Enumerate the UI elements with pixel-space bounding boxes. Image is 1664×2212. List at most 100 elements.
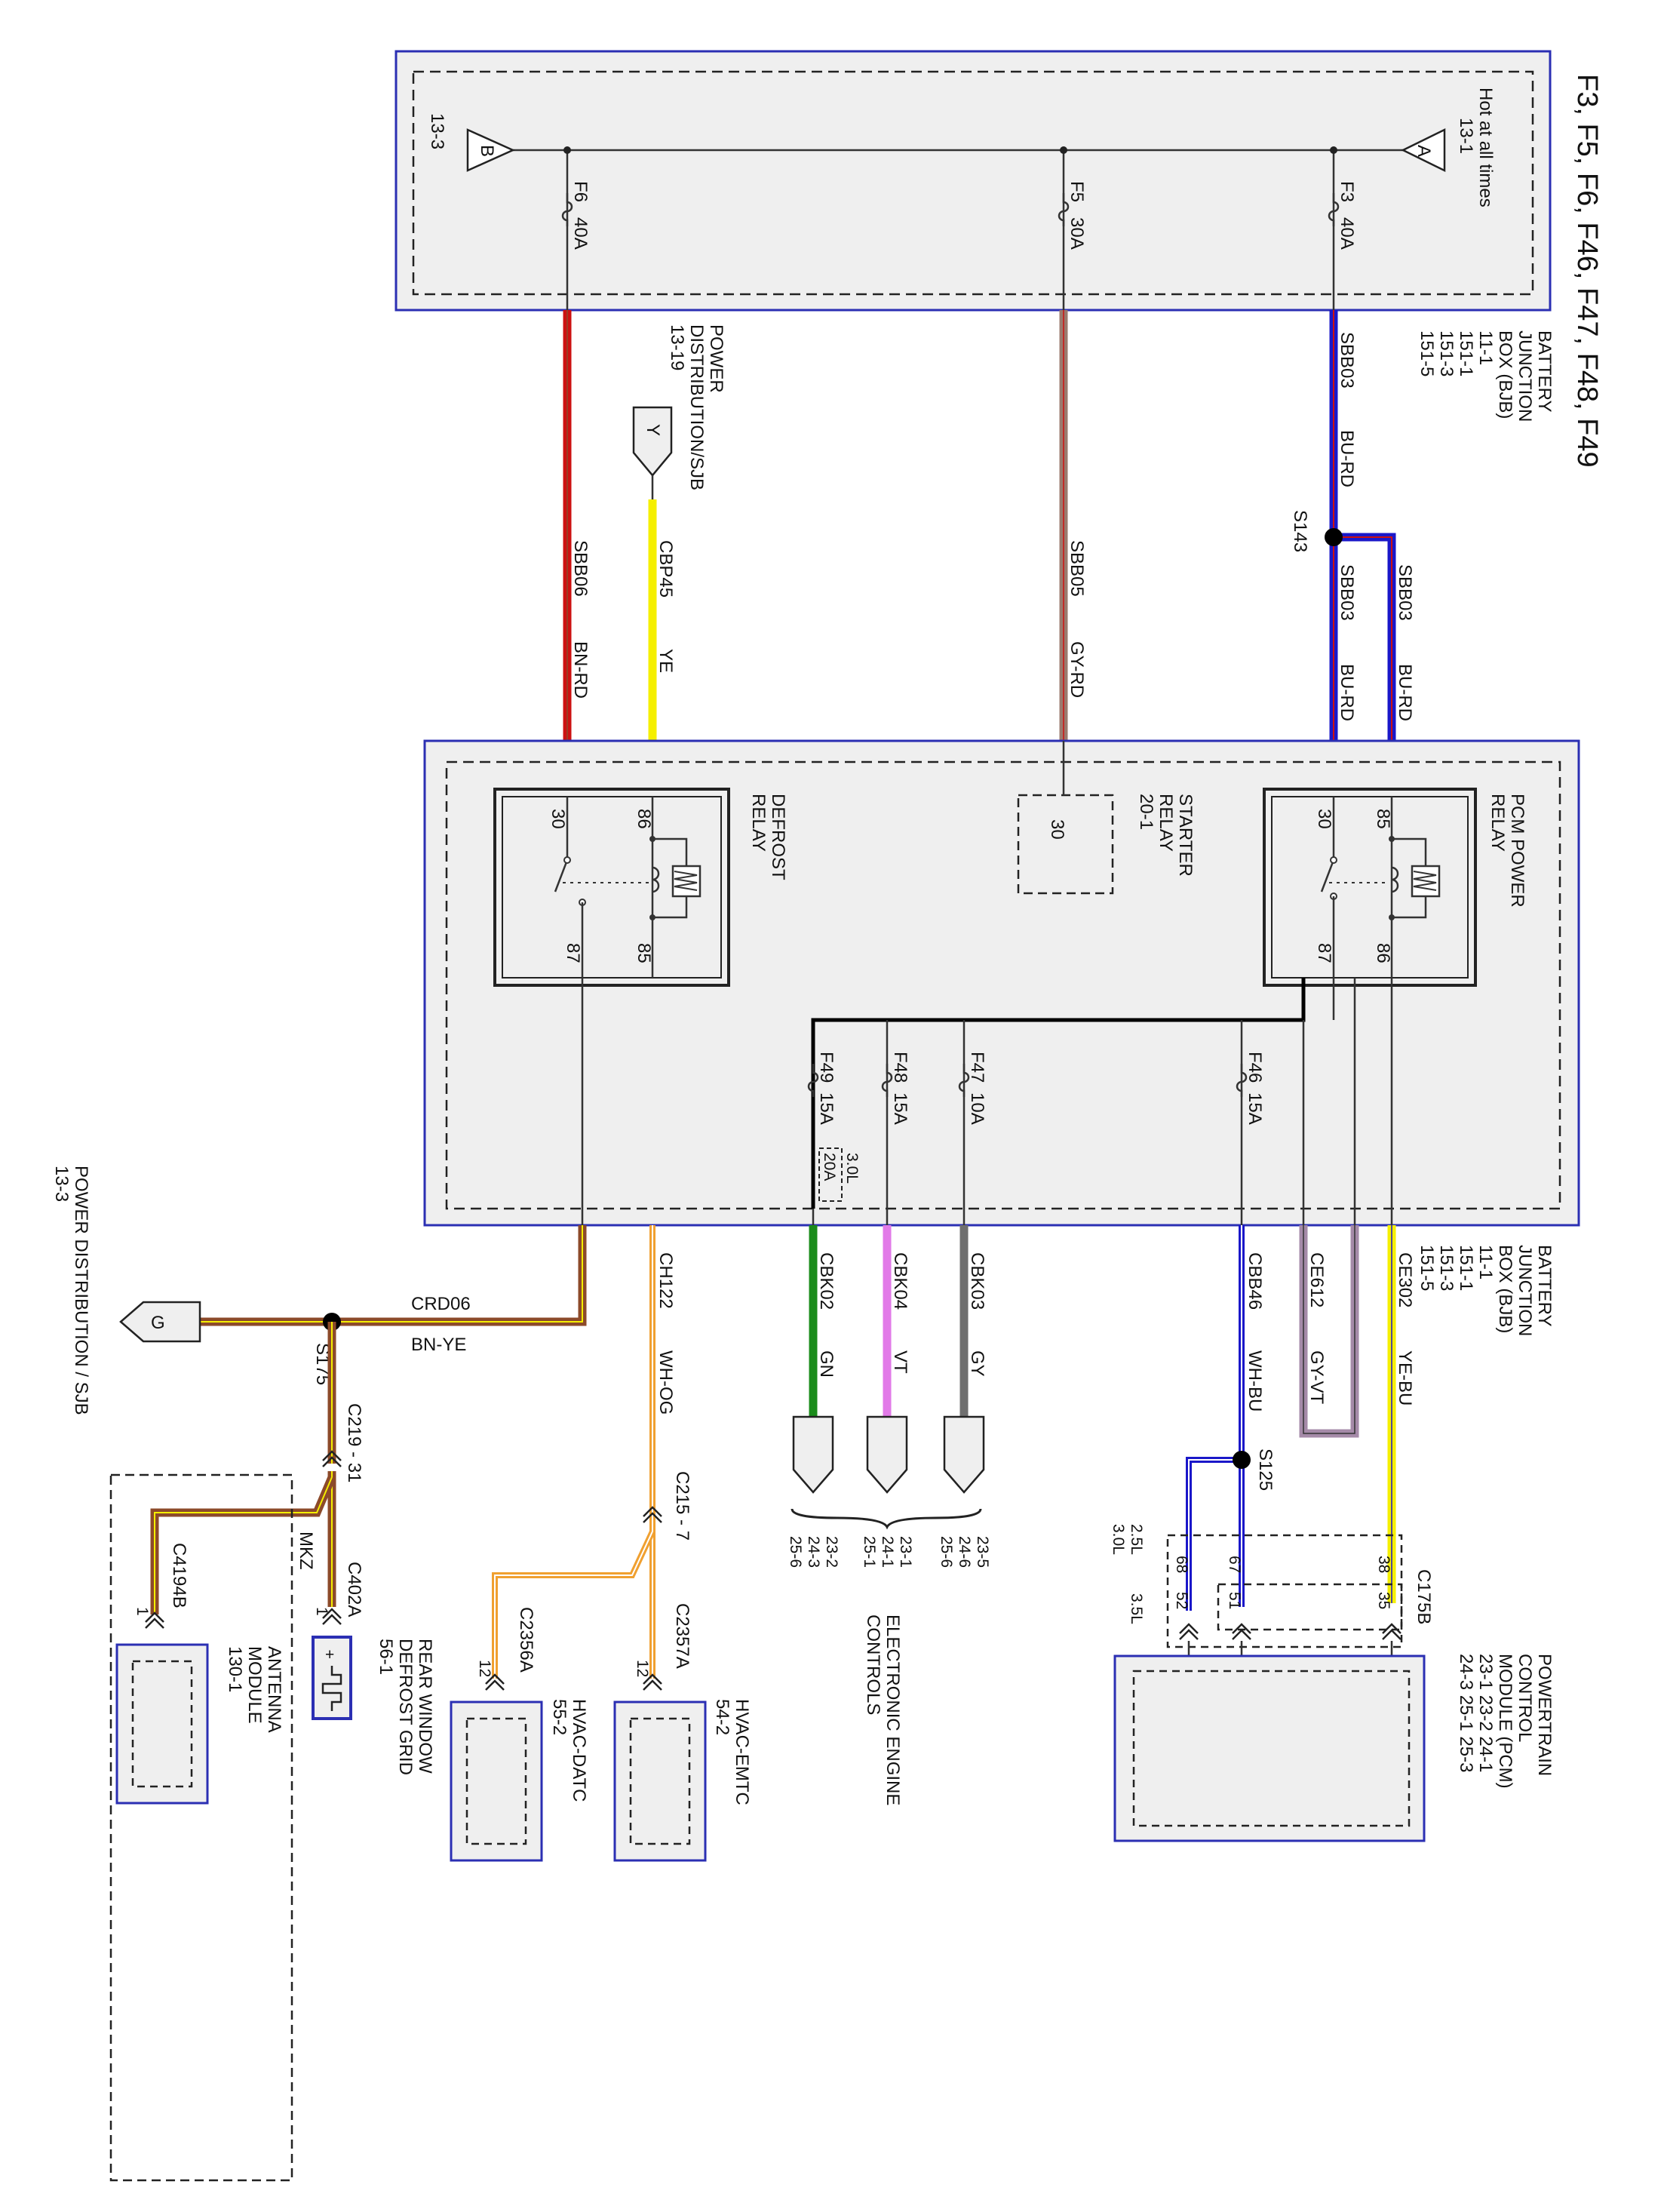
svg-text:151-3: 151-3 <box>1436 1245 1457 1291</box>
eec-refs-a: 23-5 24-6 25-6 <box>938 1536 991 1568</box>
c219-label: C219 - 31 <box>344 1403 364 1482</box>
diagram-title: F3, F5, F6, F46, F47, F48, F49 <box>1571 74 1603 468</box>
pcm-eng-35: 3.5L <box>1128 1593 1145 1624</box>
bjb-name-right: BATTERY JUNCTION BOX (BJB) 11-1 151-1 15… <box>1417 1245 1555 1336</box>
pcm-eng-30: 3.0L <box>1110 1524 1127 1555</box>
svg-text:151-5: 151-5 <box>1417 330 1437 376</box>
svg-text:25-6: 25-6 <box>938 1536 955 1568</box>
crd06-label: CRD06 <box>411 1294 471 1314</box>
hvac-datc-module-inner <box>465 1717 527 1845</box>
sbb06-label: SBB06 <box>570 540 591 597</box>
sbb03-b-color: BU-RD <box>1337 664 1357 721</box>
svg-text:CONTROL: CONTROL <box>1515 1654 1535 1742</box>
bjb-frame <box>395 50 1552 312</box>
svg-text:POWER DISTRIBUTION / SJB: POWER DISTRIBUTION / SJB <box>71 1166 91 1415</box>
svg-text:130-1: 130-1 <box>225 1646 245 1692</box>
sbb03-b-label: SBB03 <box>1337 564 1357 621</box>
relay-box-inner-dashed <box>445 760 1561 1210</box>
svg-text:POWER: POWER <box>706 324 726 393</box>
f46-label: F46 <box>1245 1052 1265 1083</box>
eec-brace <box>791 1508 982 1530</box>
f3-rating: 40A <box>1337 217 1357 250</box>
defrost-relay-pin-30: 30 <box>548 809 568 829</box>
svg-text:24-3: 24-3 <box>805 1536 822 1568</box>
hvac-emtc-module-inner <box>629 1717 691 1845</box>
antenna-name: ANTENNA MODULE 130-1 <box>225 1646 284 1733</box>
svg-text:151-3: 151-3 <box>1436 330 1457 376</box>
svg-text:24-1: 24-1 <box>879 1536 896 1568</box>
antenna-module-inner <box>131 1660 193 1788</box>
sbb03-a-color: BU-RD <box>1337 430 1357 487</box>
svg-text:+: + <box>325 1646 334 1664</box>
svg-text:BATTERY: BATTERY <box>1534 330 1555 412</box>
hvac-datc-connector: C2356A <box>516 1607 536 1673</box>
svg-text:11-1: 11-1 <box>1475 330 1496 365</box>
svg-text:23-2: 23-2 <box>823 1536 840 1568</box>
s125-label: S125 <box>1255 1449 1276 1491</box>
cbb46-color: WH-BU <box>1245 1350 1265 1412</box>
f49-alt-rating: 20A <box>821 1153 838 1181</box>
bjb-hot-ref: 13-1 <box>1456 118 1476 154</box>
bjb-triangle-b <box>466 128 516 172</box>
svg-text:DISTRIBUTION/SJB: DISTRIBUTION/SJB <box>686 324 707 490</box>
hvac-datc-module <box>450 1700 543 1862</box>
starter-relay <box>1017 794 1114 895</box>
cbb46-label: CBB46 <box>1245 1252 1265 1310</box>
pcm-relay-name-2: RELAY <box>1487 794 1508 852</box>
pcm-pin-68: 68 <box>1173 1556 1190 1573</box>
svg-text:151-5: 151-5 <box>1417 1245 1437 1291</box>
defrost-relay-pin-85: 85 <box>634 943 654 963</box>
pcm-cavity-2-icon <box>1231 1623 1252 1641</box>
svg-text:BOX (BJB): BOX (BJB) <box>1495 1245 1515 1333</box>
f47-rating: 10A <box>967 1092 987 1125</box>
mkz-option-box <box>109 1473 293 2182</box>
defrost-relay-name-1: DEFROST <box>768 794 788 880</box>
svg-text:MODULE: MODULE <box>244 1646 265 1724</box>
ce612-color: GY-VT <box>1306 1350 1327 1404</box>
f48-rating: 15A <box>890 1092 910 1125</box>
svg-text:23-5: 23-5 <box>974 1536 991 1568</box>
svg-text:ANTENNA: ANTENNA <box>264 1646 284 1733</box>
sbb05-color: GY-RD <box>1067 641 1087 698</box>
antenna-connector: C4194B <box>169 1543 189 1608</box>
svg-text:CONTROLS: CONTROLS <box>863 1614 883 1715</box>
sbb03-a-label: SBB03 <box>1337 332 1357 389</box>
pcm-cavity-3-icon <box>1178 1623 1199 1641</box>
cbp45-color: YE <box>655 649 676 673</box>
eec-name: ELECTRONIC ENGINE CONTROLS <box>863 1614 903 1805</box>
svg-text:MODULE (PCM): MODULE (PCM) <box>1495 1654 1515 1789</box>
s143-label: S143 <box>1290 510 1310 552</box>
sbb03-c-label: SBB03 <box>1395 564 1415 621</box>
wire-cbb46 <box>1186 1225 1245 1611</box>
hvac-emtc-connector: C2357A <box>672 1603 692 1669</box>
f49-rating: 15A <box>816 1092 837 1125</box>
hvac-emtc-module <box>613 1700 707 1862</box>
f46-rating: 15A <box>1245 1092 1265 1125</box>
svg-text:13-19: 13-19 <box>667 324 687 370</box>
pcm-eng-25: 2.5L <box>1128 1524 1145 1555</box>
svg-text:25-1: 25-1 <box>861 1536 878 1568</box>
hvac-datc-pin: 12 <box>476 1660 493 1677</box>
svg-text:23-1 23-2 24-1: 23-1 23-2 24-1 <box>1475 1654 1496 1772</box>
c215-label: C215 - 7 <box>672 1471 692 1541</box>
relay-box-bus <box>811 978 1306 1209</box>
svg-text:ELECTRONIC ENGINE: ELECTRONIC ENGINE <box>883 1614 903 1805</box>
pcm-cavity-1-icon <box>1381 1623 1402 1641</box>
pd-bottom-label: POWER DISTRIBUTION / SJB 13-3 <box>51 1166 91 1415</box>
svg-text:23-1: 23-1 <box>897 1536 914 1568</box>
f5-label: F5 <box>1067 181 1087 202</box>
pcm-pin-67: 67 <box>1226 1556 1243 1573</box>
svg-text:POWERTRAIN: POWERTRAIN <box>1534 1654 1555 1776</box>
defrost-grid-heater-icon: + <box>321 1646 342 1711</box>
pcm-connector-label: C175B <box>1414 1569 1434 1624</box>
hvac-datc-name-2: 55-2 <box>549 1699 570 1735</box>
crd06-color: BN-YE <box>411 1335 466 1355</box>
hvac-emtc-pin: 12 <box>634 1660 651 1677</box>
eec-refs-c: 23-2 24-3 25-6 <box>787 1536 840 1568</box>
svg-text:24-6: 24-6 <box>956 1536 973 1568</box>
cbk02-color: GN <box>816 1350 837 1378</box>
defrost-relay-pin-86: 86 <box>634 809 654 829</box>
pd-bottom-tri-label: G <box>151 1313 165 1333</box>
pd-top-label: POWER DISTRIBUTION/SJB 13-19 <box>667 324 726 490</box>
bjb-inner-dashed <box>412 70 1534 296</box>
